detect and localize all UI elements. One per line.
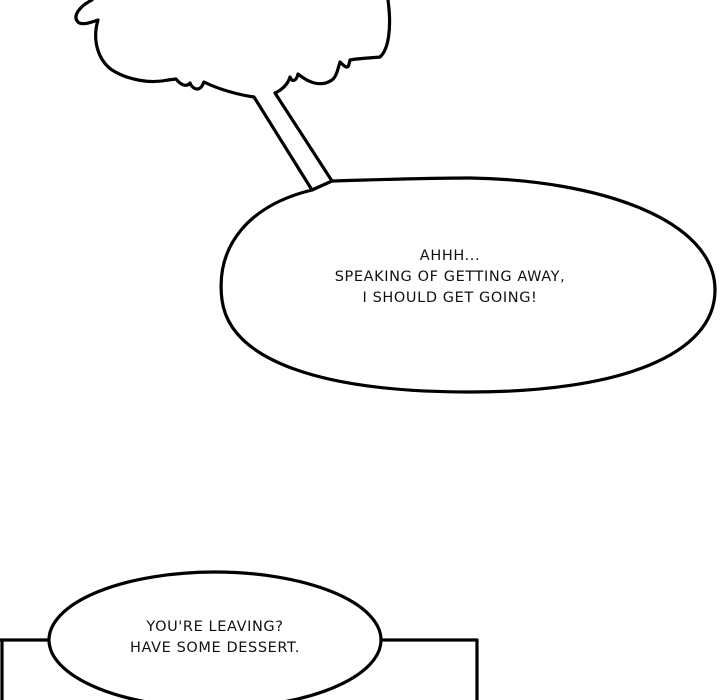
speech-bubble-top [219, 176, 717, 394]
speech-bubble-bottom [47, 570, 383, 700]
speech-line: SPEAKING OF GETTING AWAY, [334, 269, 566, 285]
speech-text-bottom: YOU'RE LEAVING? HAVE SOME DESSERT. [90, 617, 340, 659]
speech-text-top: AHHH... SPEAKING OF GETTING AWAY, I SHOU… [300, 246, 600, 309]
panel-border [0, 638, 479, 700]
speech-line: YOU'RE LEAVING? [146, 619, 284, 635]
speech-line: AHHH... [419, 248, 481, 264]
speech-line: I SHOULD GET GOING! [362, 290, 538, 306]
thought-cloud [74, 0, 392, 192]
speech-line: HAVE SOME DESSERT. [130, 640, 300, 656]
